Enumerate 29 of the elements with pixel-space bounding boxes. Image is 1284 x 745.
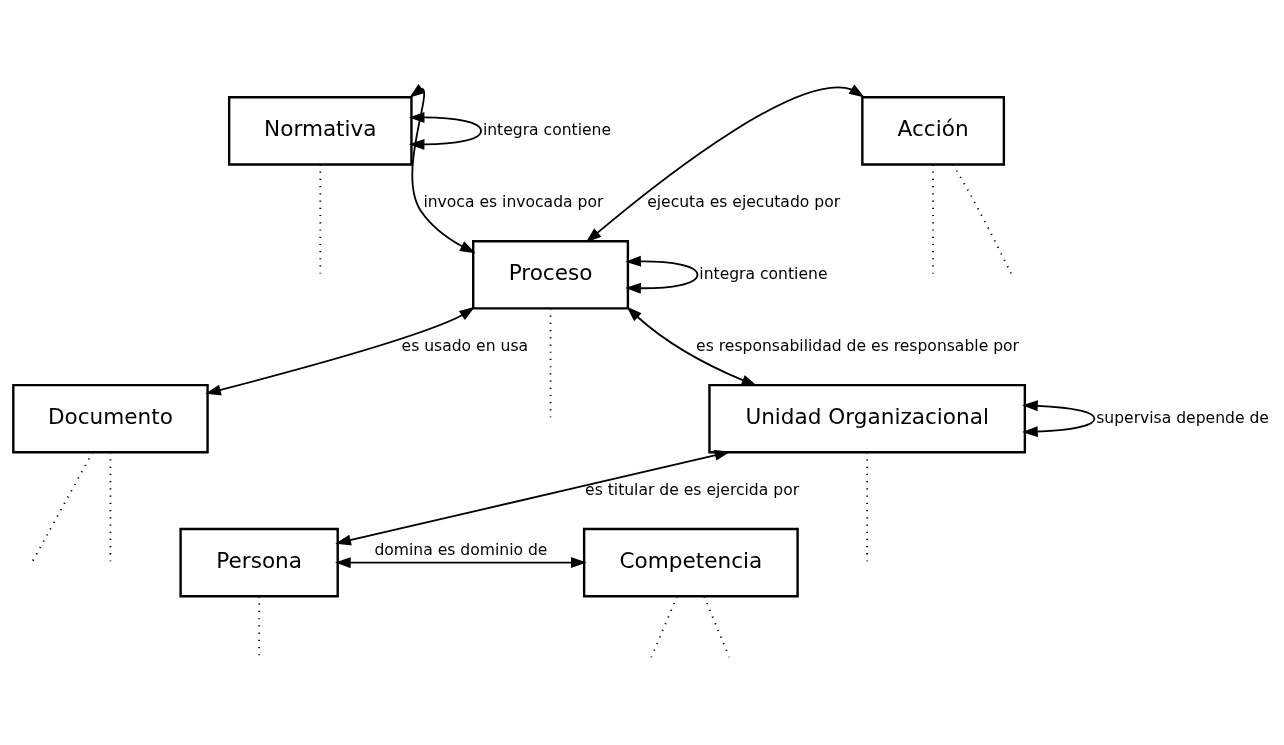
node-box: Unidad Organizacional — [708, 383, 1027, 454]
node-box: Documento — [12, 383, 209, 454]
node-box: Proceso — [472, 240, 630, 310]
edge-label: ejecuta es ejecutado por — [647, 192, 841, 211]
connector — [109, 451, 112, 563]
arrow — [625, 255, 699, 294]
edge-label: domina es dominio de — [374, 540, 548, 559]
node-box: Acción — [861, 96, 1006, 166]
edge-label: invoca es invocada por — [423, 192, 604, 211]
edge-label: es responsabilidad de es responsable por — [696, 336, 1020, 355]
edge-label: integra contiene — [482, 120, 612, 139]
arrow — [626, 306, 758, 387]
arrow — [205, 306, 475, 396]
node-box: Competencia — [582, 527, 799, 598]
edge-label: integra contiene — [699, 264, 828, 283]
connector — [952, 163, 1012, 275]
connector — [866, 451, 869, 563]
connector — [31, 451, 94, 563]
node-box: Persona — [179, 527, 339, 598]
edge-label: es usado en usa — [401, 336, 529, 355]
connector — [703, 595, 731, 659]
node-box: Normativa — [227, 96, 413, 166]
arrow — [335, 449, 731, 546]
connector — [650, 595, 678, 659]
arrow — [585, 84, 865, 243]
edge-label: es titular de es ejercida por — [585, 480, 800, 499]
edge-label: supervisa depende de — [1096, 408, 1269, 427]
arrow — [335, 557, 587, 569]
arrow — [1022, 400, 1096, 438]
